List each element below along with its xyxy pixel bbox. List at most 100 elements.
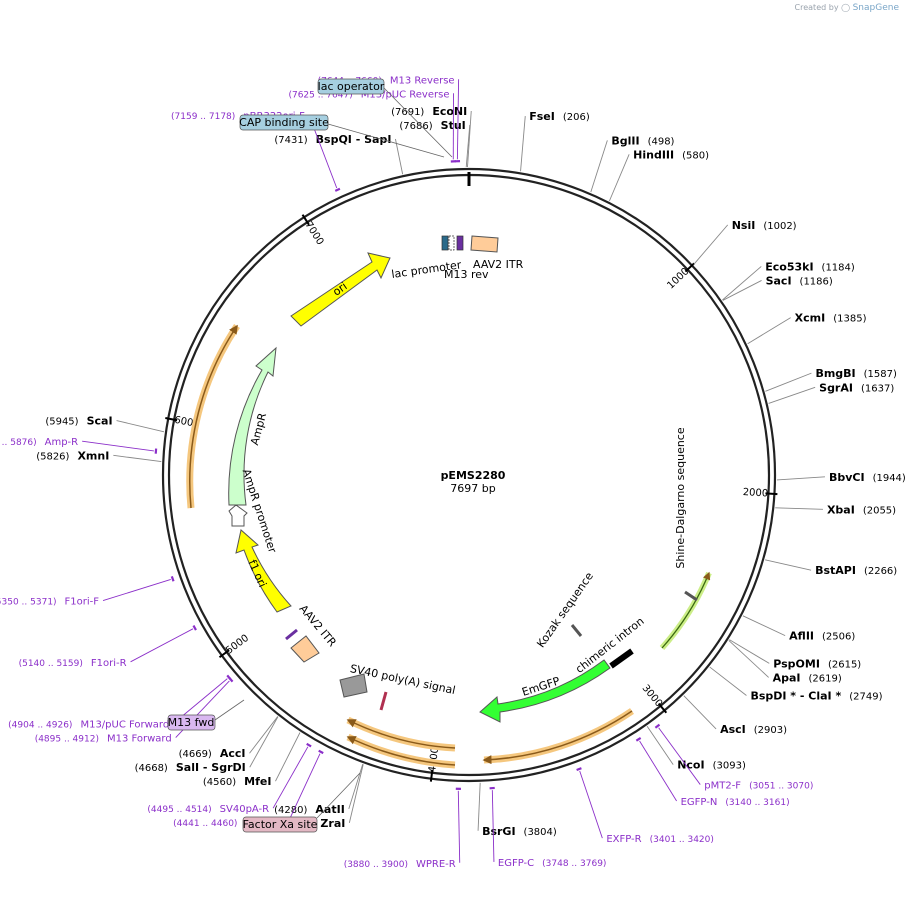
primer-label-f1ori-f: (5350 .. 5371)F1ori-F xyxy=(0,597,99,608)
primer-sites: (7644 .. 7660)M13 Reverse(7625 .. 7647)M… xyxy=(0,75,813,870)
plasmid-name: pEMS2280 xyxy=(441,469,506,482)
enzyme-leader-bspqi-sapi xyxy=(395,138,404,175)
enzyme-label-acci: (4669)AccI xyxy=(179,747,246,760)
enzyme-leader-eco53ki xyxy=(722,266,762,301)
ampr-promoter-feature xyxy=(228,504,248,527)
enzyme-leader-saci xyxy=(722,280,762,301)
enzyme-leader-bmgbi xyxy=(765,372,812,392)
enzyme-label-xbai: XbaI(2055) xyxy=(827,503,896,516)
primer-leader-egfp-n xyxy=(639,740,677,802)
m13-rev-feature xyxy=(456,235,464,251)
kozak-label: Kozak sequence xyxy=(534,570,596,650)
orf-arc-bottom-outer xyxy=(483,708,634,764)
enzyme-leader-pspomi xyxy=(729,639,770,664)
m13-fwd-box-label: M13 fwd xyxy=(168,716,215,729)
primer-site-pmt2-f xyxy=(654,723,661,729)
enzyme-label-aflii: AflII(2506) xyxy=(789,630,855,643)
tick-label-5000: 5000 xyxy=(224,633,251,657)
credit-prefix: Created by xyxy=(794,3,839,12)
primer-leader-amp-r xyxy=(82,440,154,452)
enzyme-leader-sali-sgrdi xyxy=(249,716,279,768)
enzyme-label-bsrgi: BsrGI(3804) xyxy=(482,825,557,838)
snapgene-logo-icon: ◯ xyxy=(841,3,851,12)
enzyme-leader-bspdi-clai xyxy=(709,666,747,696)
shine-dalgarno-feature xyxy=(684,590,698,602)
primer-site-sv40pa-r xyxy=(306,742,312,748)
enzyme-leader-aatii xyxy=(348,763,364,810)
primer-label-sv40pa-r: (4495 .. 4514)SV40pA-R xyxy=(147,804,269,815)
aav2-itr-top-label: AAV2 ITR xyxy=(473,258,524,271)
enzyme-leader-econi xyxy=(467,110,472,168)
enzyme-label-sali-sgrdi: (4668)SalI - SgrDI xyxy=(135,761,246,774)
primer-leader-f1ori-r xyxy=(130,628,194,663)
tick-4000 xyxy=(429,769,434,782)
enzyme-leader-xcmi xyxy=(747,317,791,345)
primer-site-exfp-r xyxy=(576,767,582,772)
sv40-polya-feature xyxy=(339,673,368,698)
shine-dalgarno-label: Shine-Dalgarno sequence xyxy=(674,427,687,568)
factor-xa-site-box: Factor Xa site xyxy=(243,772,361,833)
primer-leader-egfp-c xyxy=(491,790,495,862)
backbone-outer-ring xyxy=(161,167,777,783)
orf-arc-bottom xyxy=(482,710,633,765)
enzyme-leader-zrai xyxy=(348,764,364,824)
enzyme-label-bglii: BglII(498) xyxy=(611,134,674,147)
enzyme-label-bmgbi: BmgBI(1587) xyxy=(815,367,897,380)
primer-leader-ebv-rev xyxy=(287,753,321,823)
tick-3000 xyxy=(657,702,668,714)
primer-label-m13-puc-reverse: (7625 .. 7647)M13/pUC Reverse xyxy=(288,89,449,100)
enzyme-label-scai: (5945)ScaI xyxy=(45,415,112,428)
orf-arc-right-outer xyxy=(659,571,712,650)
primer-site-f1ori-r xyxy=(192,625,197,631)
primer-label-amp-r: (5857 .. 5876)Amp-R xyxy=(0,437,78,448)
orf-arc-right xyxy=(661,571,711,649)
primer-label-f1ori-r: (5140 .. 5159)F1ori-R xyxy=(19,658,127,669)
enzyme-leader-aflii xyxy=(742,615,786,637)
enzyme-leader-stui xyxy=(465,124,471,168)
lac-operator-feature xyxy=(448,235,455,251)
primer-leader-exfp-r xyxy=(579,770,603,839)
factor-xa-site-marker xyxy=(379,691,388,711)
enzyme-leader-hindiii xyxy=(609,154,630,202)
primer-site-pbr322ori-f xyxy=(334,187,341,192)
enzyme-leader-bstapi xyxy=(764,559,812,571)
chimeric-intron-label: chimeric intron xyxy=(573,615,646,676)
primer-leader-pmt2-f xyxy=(658,727,701,785)
orf-arc-bottom-left-1 xyxy=(346,719,456,749)
enzyme-label-xcmi: XcmI(1385) xyxy=(795,312,867,325)
primer-label-m13-puc-forward: (4904 .. 4926)M13/pUC Forward xyxy=(8,720,169,731)
enzyme-leader-xmni xyxy=(113,454,162,463)
enzyme-label-stui: (7686)StuI xyxy=(399,119,465,132)
tick-label-2000: 2000 xyxy=(742,487,768,500)
plasmid-size: 7697 bp xyxy=(450,482,495,495)
ori-feature xyxy=(290,252,391,327)
orf-arc-left xyxy=(189,324,238,509)
enzyme-label-sgrai: SgrAI(1637) xyxy=(819,381,894,394)
factor-xa-site-box-label: Factor Xa site xyxy=(243,818,318,831)
m13-rev-label: M13 rev xyxy=(444,268,489,281)
enzyme-leader-acci xyxy=(249,716,279,754)
enzyme-label-bspqi-sapi: (7431)BspQI - SapI xyxy=(274,133,391,146)
enzyme-label-bbvci: BbvCI(1944) xyxy=(829,471,905,484)
ampr-feature xyxy=(228,346,277,506)
m13-fwd-site-marker xyxy=(285,628,298,641)
enzyme-label-saci: SacI(1186) xyxy=(766,274,833,287)
enzyme-label-xmni: (5826)XmnI xyxy=(36,449,109,462)
tick-7000 xyxy=(301,214,310,226)
cap-binding-site-box: CAP binding site xyxy=(239,114,445,158)
enzyme-leader-asci xyxy=(683,695,717,730)
enzyme-leader-ncoi xyxy=(646,726,674,765)
lac-operator-box: lac operator xyxy=(317,78,453,158)
enzyme-leader-fsei xyxy=(520,116,526,172)
enzyme-label-ncoi: NcoI(3093) xyxy=(677,759,746,772)
tick-5000 xyxy=(218,649,230,659)
orf-arc-bottom-left-2 xyxy=(346,736,456,766)
primer-label-exfp-r: EXFP-R(3401 .. 3420) xyxy=(606,834,714,845)
primer-leader-wpre-r xyxy=(457,790,461,863)
m13-fwd-box: M13 fwd xyxy=(167,699,245,731)
cap-binding-site-box-label: CAP binding site xyxy=(239,116,329,129)
primer-site-egfp-n xyxy=(635,737,642,742)
enzyme-label-pspomi: PspOMI(2615) xyxy=(773,657,861,670)
